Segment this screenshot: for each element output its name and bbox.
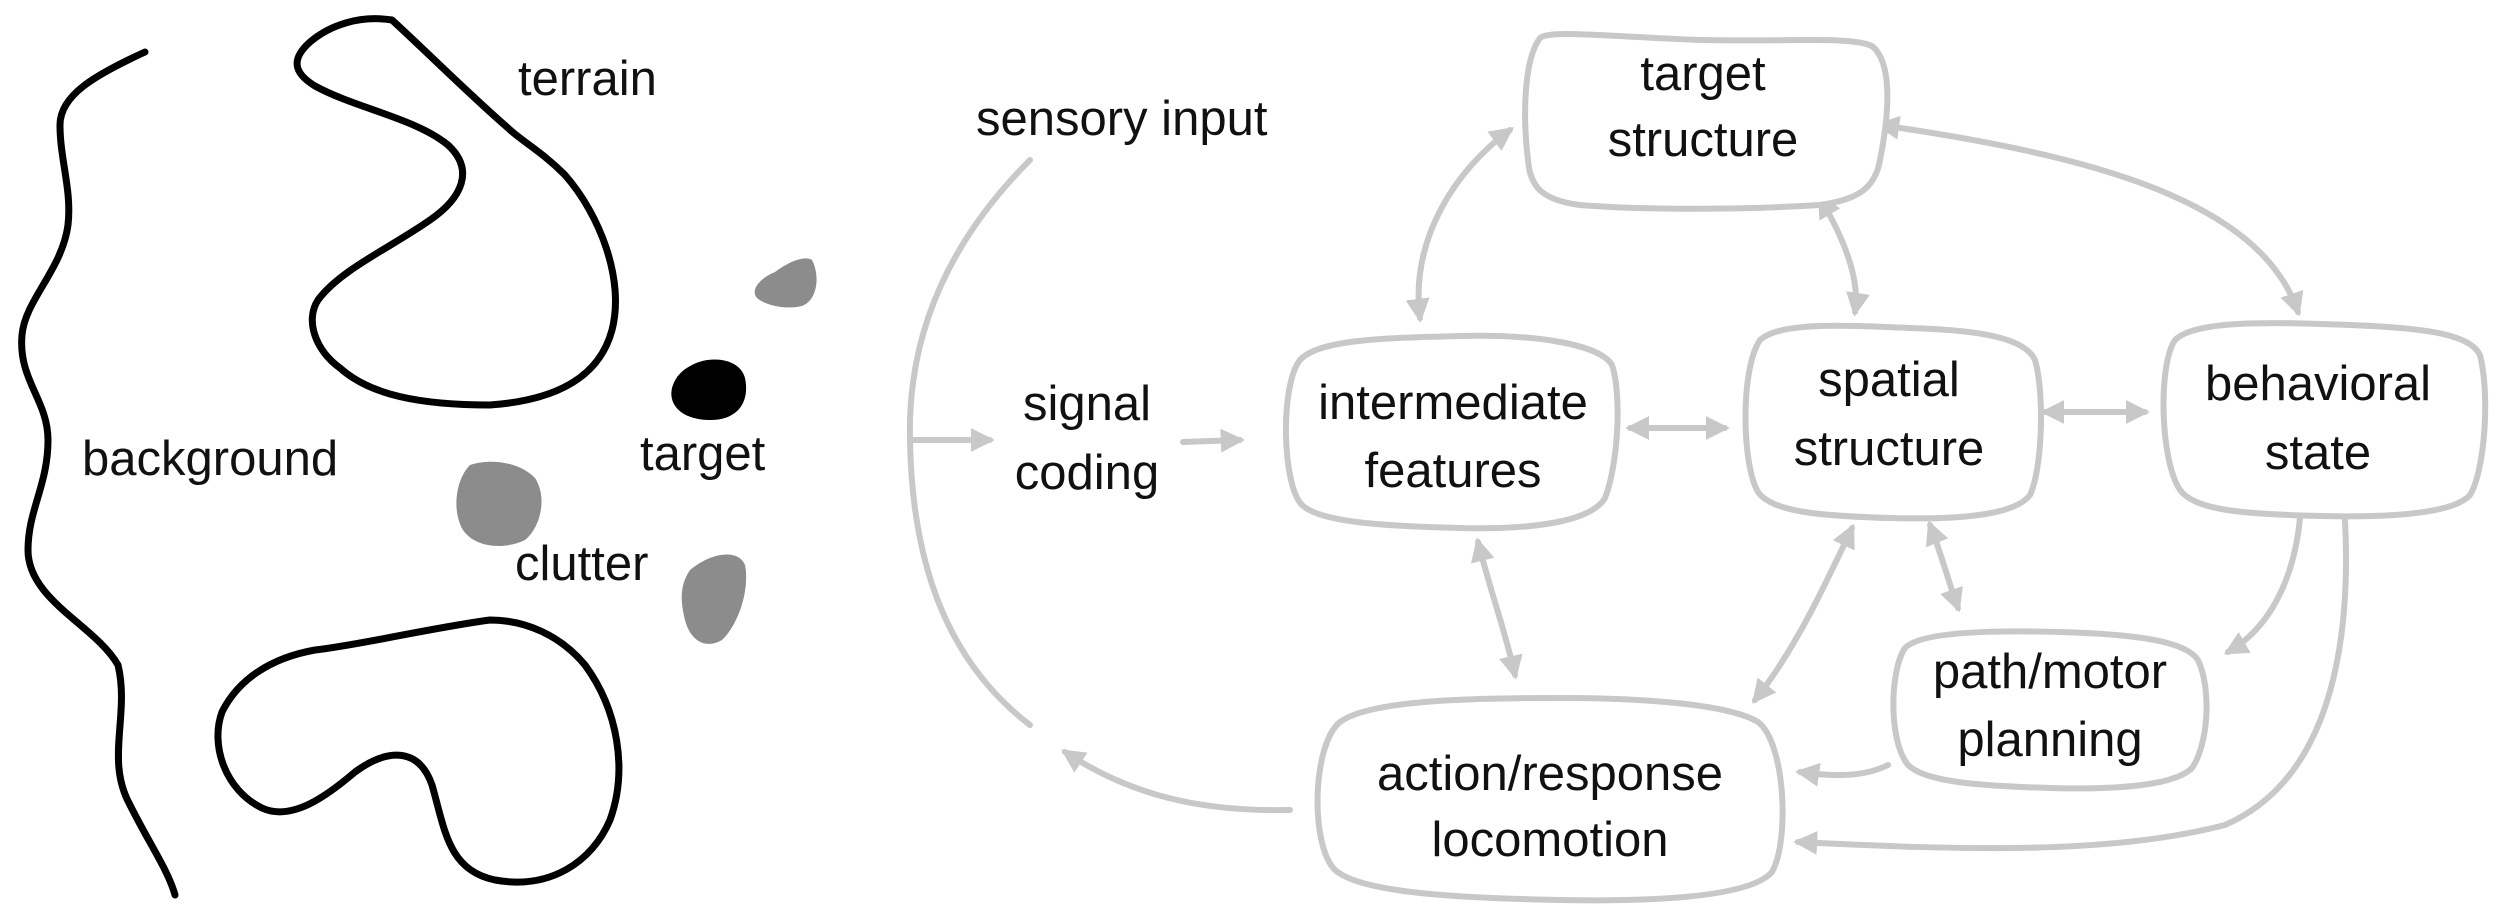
node-action-response: action/response locomotion [1314, 694, 1786, 904]
node-target-structure-border [1522, 31, 1891, 212]
arrow-features-action [1471, 537, 1523, 680]
processing-diagram: target structure intermediate features s… [906, 31, 2489, 904]
signal-coding-line1: signal [1023, 377, 1151, 431]
arrow-signal-to-features [1180, 428, 1245, 453]
node-target-structure-line2: structure [1608, 113, 1799, 167]
node-behavioral-state: behavioral state [2160, 320, 2489, 520]
terrain-upper-shape [293, 15, 619, 409]
arrow-action-to-loop [1060, 749, 1293, 814]
background-boundary [18, 48, 179, 899]
node-spatial-structure-border [1742, 322, 2045, 522]
node-intermediate-features-border [1282, 332, 1621, 532]
node-intermediate-features: intermediate features [1282, 332, 1621, 532]
node-spatial-structure-line1: spatial [1818, 353, 1960, 407]
node-path-motor-planning-line1: path/motor [1933, 645, 2167, 699]
node-spatial-structure-line2: structure [1794, 422, 1985, 476]
arrow-behavioral-planning [2223, 515, 2303, 655]
node-intermediate-features-line2: features [1364, 444, 1541, 498]
clutter-object-3 [681, 554, 747, 644]
node-path-motor-planning: path/motor planning [1890, 628, 2210, 792]
arrow-target-behavioral [1875, 115, 2304, 317]
node-target-structure-line1: target [1640, 47, 1766, 101]
node-behavioral-state-line2: state [2265, 426, 2371, 480]
clutter-object-2 [456, 461, 542, 546]
node-path-motor-planning-line2: planning [1957, 713, 2142, 767]
connectors [906, 115, 2349, 855]
node-action-response-line1: action/response [1377, 747, 1723, 801]
node-action-response-line2: locomotion [1432, 813, 1669, 867]
node-behavioral-state-line1: behavioral [2205, 357, 2431, 411]
node-behavioral-state-border [2160, 320, 2489, 520]
arrow-target-features [1405, 127, 1514, 323]
background-label: background [82, 432, 338, 486]
clutter-object-1 [754, 258, 817, 308]
node-intermediate-features-line1: intermediate [1318, 376, 1588, 430]
sensory-input-label: sensory input [976, 92, 1268, 146]
arrow-planning-action [1795, 762, 1891, 787]
node-path-motor-planning-border [1890, 628, 2210, 792]
arrow-behavioral-action [1793, 517, 2349, 855]
node-target-structure: target structure [1522, 31, 1891, 212]
arrow-spatial-planning [1925, 520, 1963, 613]
scene-illustration: terrain background target clutter [18, 15, 817, 899]
node-action-response-border [1314, 694, 1786, 904]
clutter-label: clutter [515, 537, 648, 591]
arrow-target-spatial [1817, 193, 1870, 317]
terrain-lower-shape [214, 616, 623, 886]
arrow-spatial-action [1752, 523, 1855, 704]
terrain-label: terrain [518, 52, 657, 106]
target-object [671, 359, 747, 420]
target-label: target [640, 427, 766, 481]
signal-coding-line2: coding [1015, 446, 1159, 500]
node-spatial-structure: spatial structure [1742, 322, 2045, 522]
